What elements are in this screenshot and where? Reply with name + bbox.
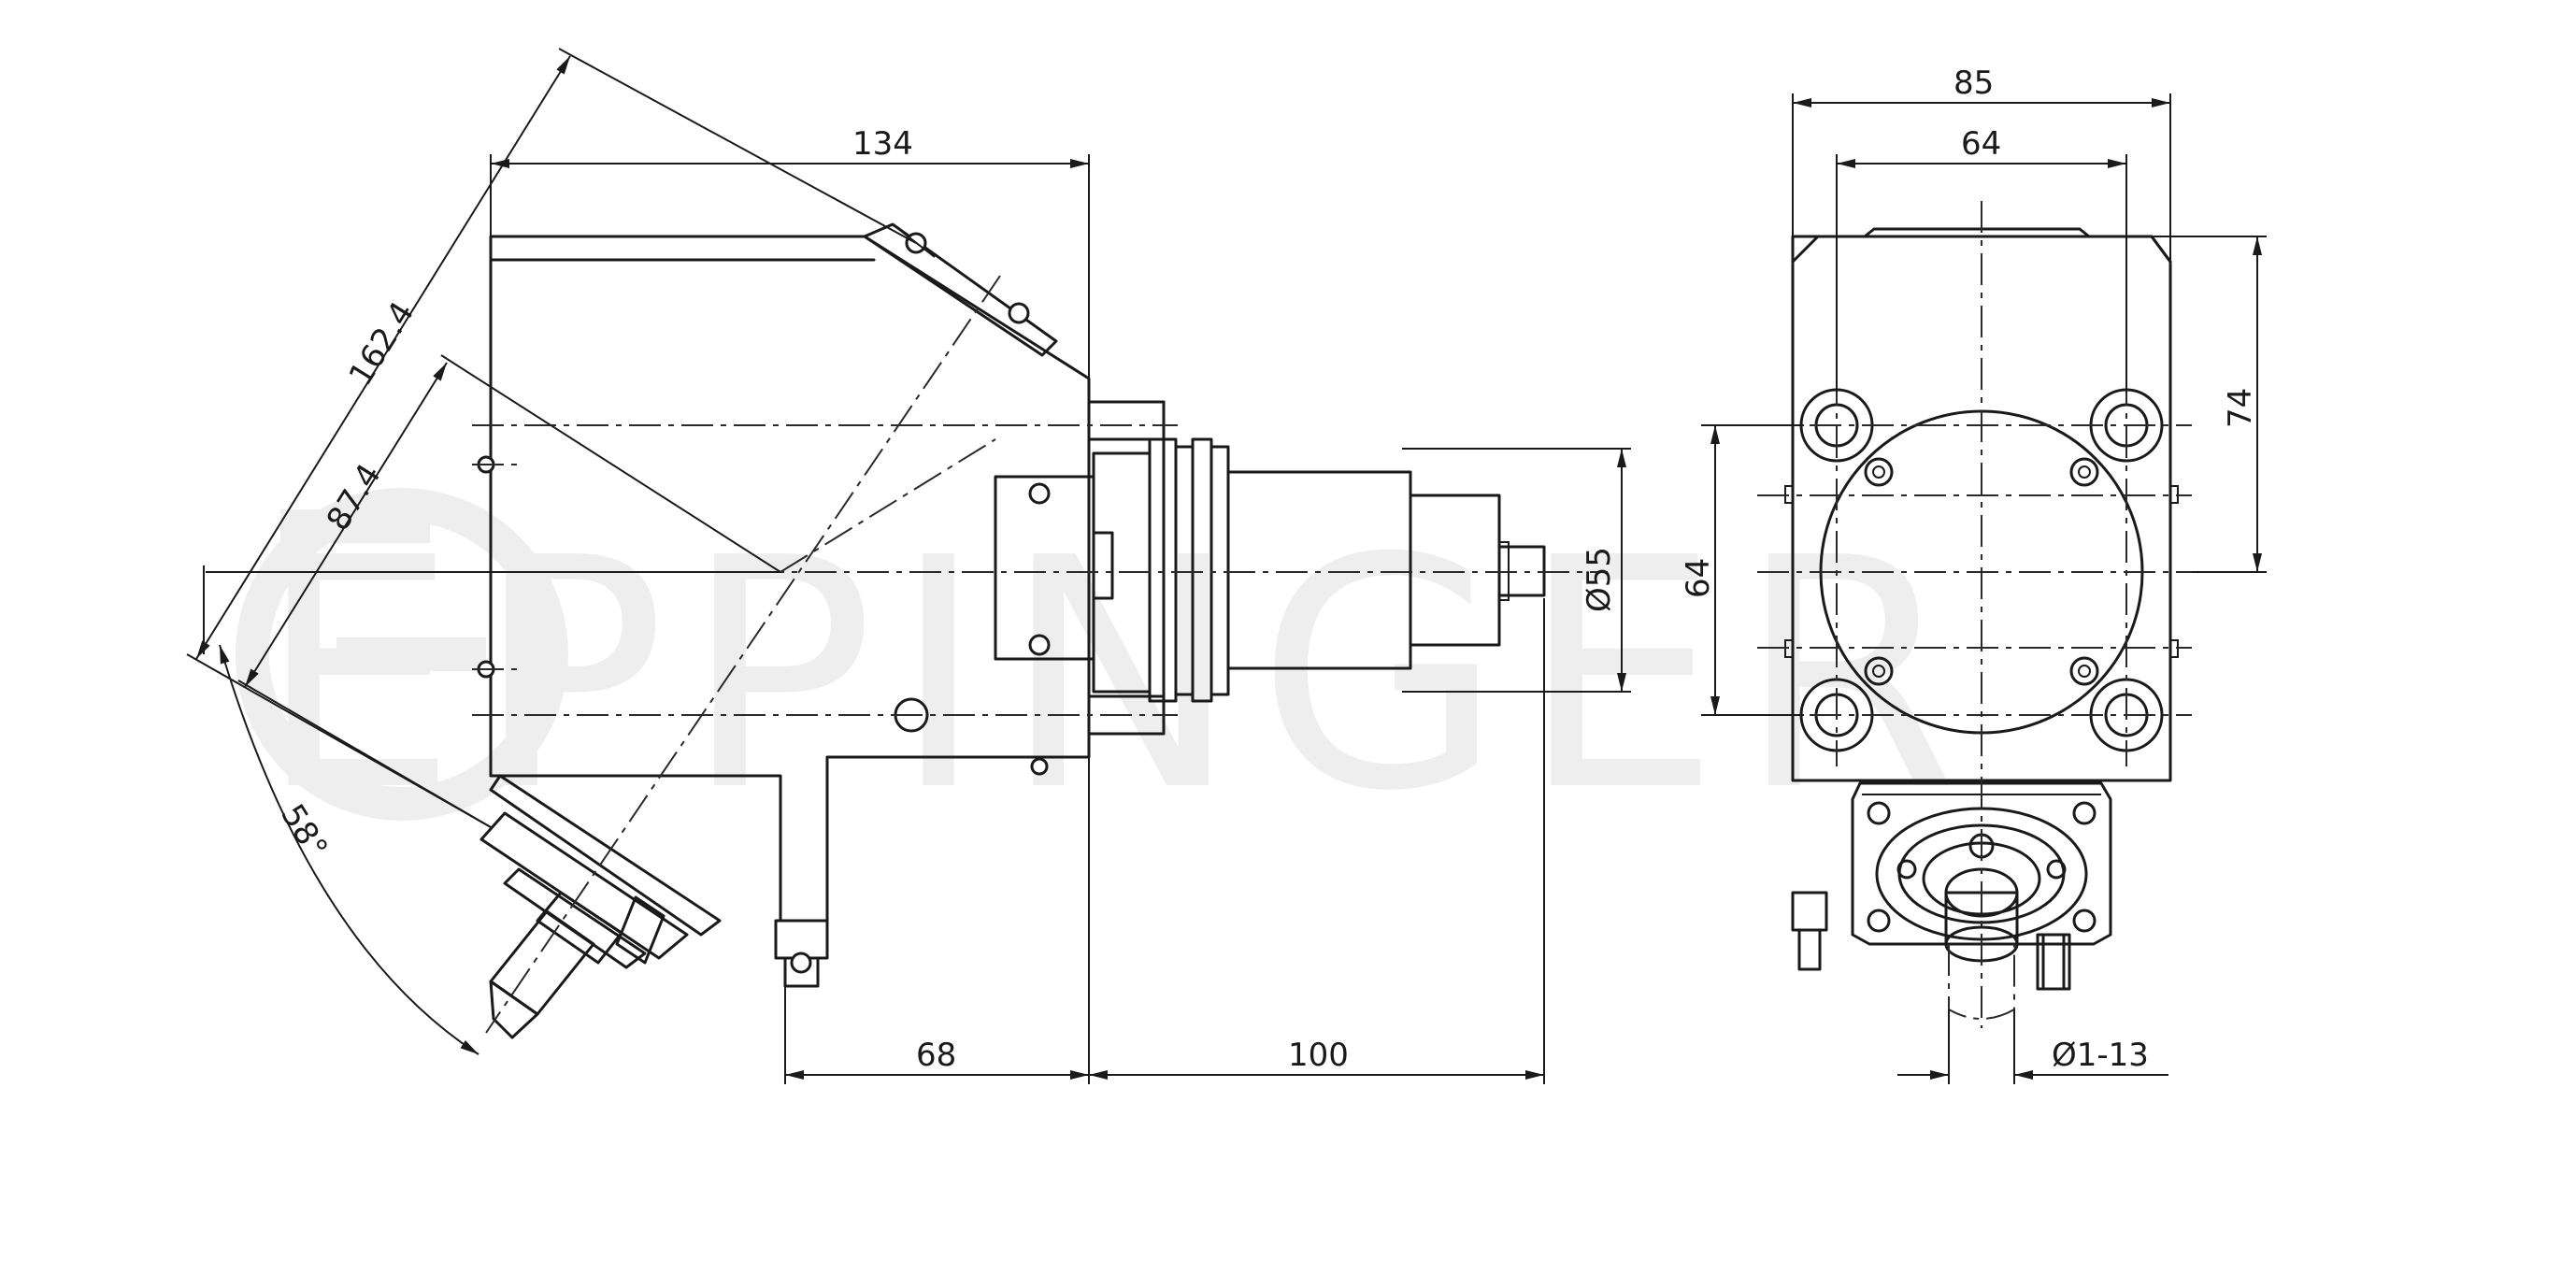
front-coolant-nipple-left: [1791, 891, 1828, 932]
dim-64-top-label: 64: [1961, 125, 2001, 163]
output-spindle-housing: [1851, 781, 2112, 946]
dim-dia55-label: Ø55: [1581, 547, 1618, 612]
dim-162-4-label: 162.4: [342, 295, 422, 393]
dim-64-side-label: 64: [1680, 558, 1717, 598]
front-dimensions: 85 64 74 64 Ø1-13: [1680, 64, 2267, 1084]
dim-68-label: 68: [916, 1037, 956, 1074]
angled-cover-plate: [863, 222, 1058, 357]
housing-body: [489, 235, 1091, 923]
angled-spindle-nose: [489, 909, 595, 1016]
dim-100-label: 100: [1288, 1037, 1349, 1074]
dim-134-label: 134: [852, 125, 913, 163]
side-view: [472, 222, 1608, 1039]
dim-85-label: 85: [1953, 64, 1994, 102]
dim-collet-label: Ø1-13: [2052, 1037, 2149, 1074]
dim-74-label: 74: [2222, 388, 2259, 428]
angled-output-flange: [489, 774, 722, 937]
